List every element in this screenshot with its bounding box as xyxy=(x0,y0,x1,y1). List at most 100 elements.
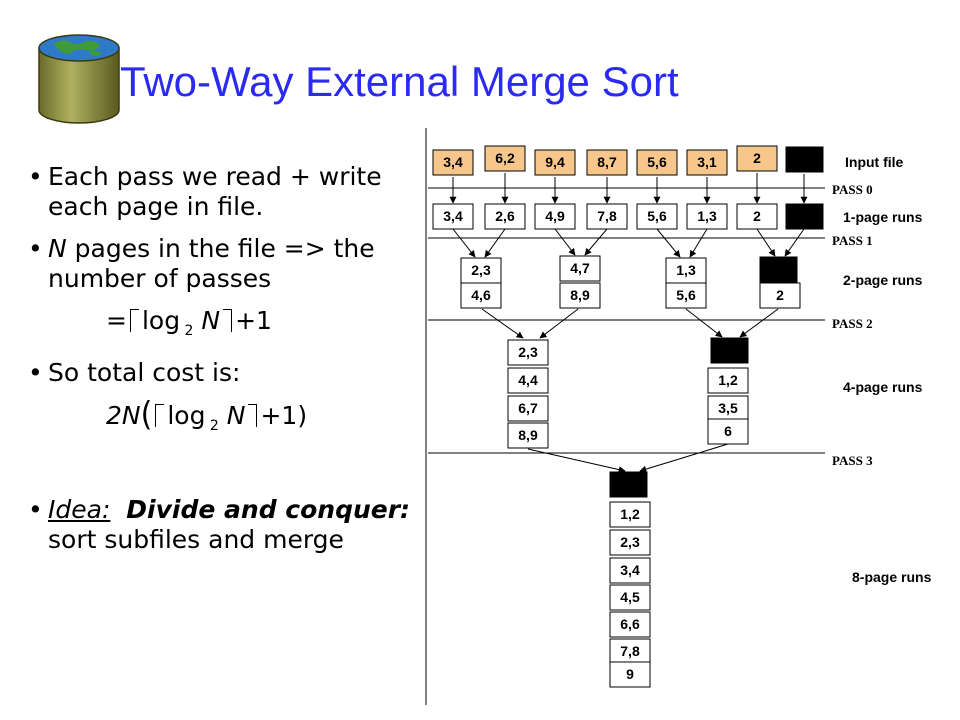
input-page xyxy=(484,145,526,172)
pass2-page-label: 2,3 xyxy=(518,344,538,360)
pass2-page-label: 6,7 xyxy=(518,400,538,416)
pass3-page xyxy=(609,557,651,584)
pass3-page-label: 6,6 xyxy=(620,616,640,632)
two-n: 2N xyxy=(106,401,141,430)
pass1-eof-block xyxy=(759,256,798,283)
idea-bold: Divide and conquer: xyxy=(126,495,411,524)
input-page-label: 5,6 xyxy=(647,154,667,170)
pass3-page xyxy=(609,661,651,688)
pass2-page-label: 1,2 xyxy=(718,372,738,388)
input-page xyxy=(586,149,628,176)
pass2-page-label: 3,5 xyxy=(718,400,738,416)
pass3-page-label: 2,3 xyxy=(620,534,640,550)
pass0-page-label: 4,9 xyxy=(545,208,565,224)
pass2-page-label: 8,9 xyxy=(518,427,538,443)
bullet-dot: • xyxy=(28,358,43,387)
pass0-page-label: 5,6 xyxy=(647,208,667,224)
pass3-page-label: 7,8 xyxy=(620,643,640,659)
pass0-page-label: 2 xyxy=(753,208,761,224)
slide-title: Two-Way External Merge Sort xyxy=(120,58,679,105)
input-page xyxy=(534,149,576,176)
pass2-page xyxy=(707,418,749,445)
pass2-page-label: 4,4 xyxy=(518,372,538,388)
pass3-page-label: 4,5 xyxy=(620,589,640,605)
log-text: log xyxy=(141,306,181,335)
cost-formula: 2N(log 2 N+1) xyxy=(28,395,438,441)
bullet-text: Each pass we read + write each page in f… xyxy=(48,162,382,221)
bullet-list: • Each pass we read + write each page in… xyxy=(28,162,438,555)
idea-rest: sort subfiles and merge xyxy=(48,525,344,554)
input-page xyxy=(432,149,474,176)
bullet-idea: • Idea: Divide and conquer: sort subfile… xyxy=(28,495,438,555)
run-label: Input file xyxy=(845,154,904,170)
pass3-page xyxy=(609,584,651,611)
ceiling-left-icon xyxy=(129,309,139,332)
plus-one: +1 xyxy=(235,306,272,335)
equals-sign: = xyxy=(106,306,127,335)
pass-label: PASS 1 xyxy=(832,233,873,248)
input-eof-block xyxy=(785,146,824,173)
pass-label: PASS 3 xyxy=(832,453,873,468)
pass1-page-label: 5,6 xyxy=(676,287,696,303)
pass3-page xyxy=(609,638,651,665)
bullet-number-of-passes: • N pages in the file => the number of p… xyxy=(28,234,438,294)
pass1-page-label: 1,3 xyxy=(676,262,696,278)
pass2-page-label: 6 xyxy=(724,423,732,439)
idea-label: Idea: xyxy=(48,495,111,524)
pass1-page-label: 2,3 xyxy=(471,262,491,278)
ceiling-left-icon xyxy=(155,404,165,427)
run-label: 4-page runs xyxy=(843,379,923,395)
pass0-page-label: 2,6 xyxy=(495,208,515,224)
pass0-page xyxy=(484,203,526,230)
pass3-page xyxy=(609,529,651,556)
pass0-page xyxy=(636,203,678,230)
bullet-total-cost: • So total cost is: xyxy=(28,358,438,388)
pass1-page xyxy=(759,282,801,309)
run-label: 1-page runs xyxy=(843,209,923,225)
open-paren: ( xyxy=(140,395,153,434)
pass1-page-label: 8,9 xyxy=(570,287,590,303)
input-page-label: 6,2 xyxy=(495,150,515,166)
pass0-page-label: 1,3 xyxy=(697,208,717,224)
pass3-arrow xyxy=(527,448,626,474)
pass1-page xyxy=(559,282,601,309)
var-n: N xyxy=(226,401,246,430)
input-page-label: 3,4 xyxy=(443,154,463,170)
pass2-page xyxy=(507,367,549,394)
pass0-page xyxy=(736,203,778,230)
pass2-arrow xyxy=(481,308,524,339)
input-page xyxy=(686,149,728,176)
input-page xyxy=(636,149,678,176)
pass1-page xyxy=(460,282,502,309)
pass0-page xyxy=(686,203,728,230)
pass0-page-label: 7,8 xyxy=(597,208,617,224)
pass3-page-label: 3,4 xyxy=(620,562,640,578)
input-page xyxy=(736,145,778,172)
var-n: N xyxy=(48,234,67,263)
pass1-arrow xyxy=(554,228,576,256)
pass0-page xyxy=(534,203,576,230)
pass2-page xyxy=(507,422,549,449)
pass3-eof-block xyxy=(609,471,648,498)
pass2-page xyxy=(707,367,749,394)
pass2-page xyxy=(507,395,549,422)
input-page-label: 9,4 xyxy=(545,154,565,170)
log-base: 2 xyxy=(209,418,219,434)
ceiling-right-icon xyxy=(223,309,233,332)
pass3-page xyxy=(609,501,651,528)
pass0-page-label: 3,4 xyxy=(443,208,463,224)
input-page-label: 8,7 xyxy=(597,154,617,170)
pass1-arrow xyxy=(756,228,776,257)
bullet-dot: • xyxy=(28,162,43,191)
pass-label: PASS 2 xyxy=(832,316,873,331)
pass1-arrow xyxy=(784,228,805,257)
ceiling-right-icon xyxy=(248,404,258,427)
pass1-page-label: 2 xyxy=(776,287,784,303)
bullet-text: pages in the file => the number of passe… xyxy=(48,234,375,293)
passes-formula: =log 2 N+1 xyxy=(28,306,438,346)
database-cylinder-icon xyxy=(36,30,122,126)
pass3-arrow xyxy=(639,443,729,473)
input-page-label: 2 xyxy=(753,150,761,166)
bullet-text: So total cost is: xyxy=(48,358,241,387)
pass2-arrow xyxy=(739,308,779,338)
